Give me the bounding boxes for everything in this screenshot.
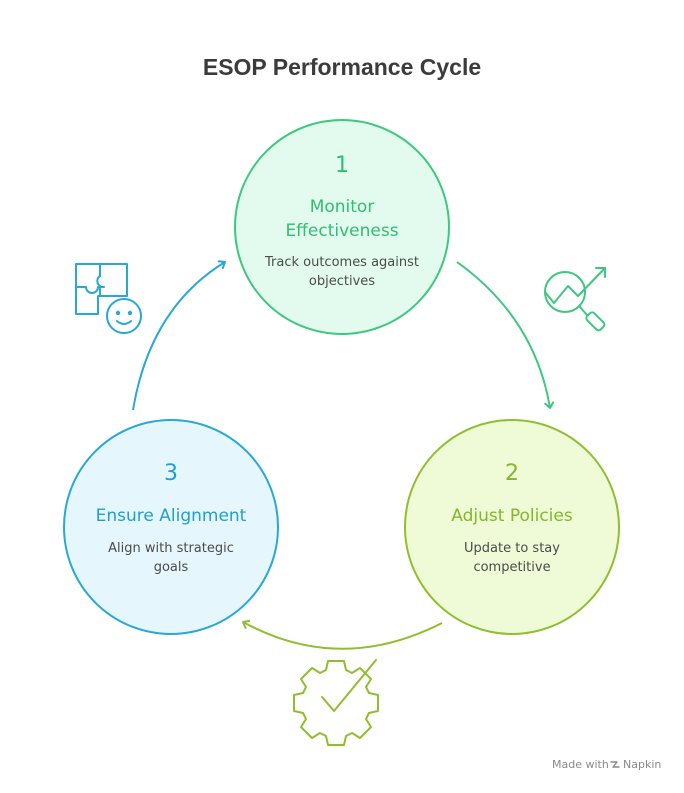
step-3-description-line-2: goals: [154, 560, 189, 575]
step-1-number: 1: [335, 153, 349, 178]
step-1-circle: [234, 119, 450, 335]
footer-made-with-text: Made with: [552, 758, 609, 771]
napkin-logo-icon: [610, 761, 620, 768]
step-2-description-line-1: Update to stay: [464, 541, 560, 556]
step-1-monitor-effectiveness: 1 Monitor Effectiveness Track outcomes a…: [234, 119, 450, 335]
step-2-number: 2: [505, 461, 519, 486]
arrow-step2-to-step3: [242, 619, 443, 650]
step-2-adjust-policies: 2 Adjust Policies Update to stay competi…: [404, 419, 620, 635]
footer-made-with-napkin: Made with Napkin: [552, 758, 661, 771]
step-3-ensure-alignment: 3 Ensure Alignment Align with strategic …: [63, 419, 279, 635]
step-2-description-line-2: competitive: [473, 560, 550, 575]
gear-check-icon: [293, 659, 379, 746]
step-1-description-line-2: objectives: [309, 274, 375, 289]
step-1-description-line-1: Track outcomes against: [264, 255, 419, 270]
arrow-step1-to-step2: [456, 261, 555, 409]
step-3-circle: [63, 419, 279, 635]
step-2-heading: Adjust Policies: [451, 506, 573, 526]
step-2-circle: [404, 419, 620, 635]
footer-brand-text: Napkin: [623, 758, 661, 771]
step-1-heading-line-2: Effectiveness: [285, 221, 398, 241]
chart-magnifier-icon: [544, 267, 606, 332]
puzzle-face-icon: [75, 263, 142, 334]
arrow-step3-to-step1: [132, 260, 226, 411]
step-3-number: 3: [164, 461, 178, 486]
page-title: ESOP Performance Cycle: [203, 54, 481, 80]
step-3-heading: Ensure Alignment: [96, 506, 247, 526]
step-3-description-line-1: Align with strategic: [108, 541, 234, 556]
step-1-heading-line-1: Monitor: [310, 197, 375, 217]
